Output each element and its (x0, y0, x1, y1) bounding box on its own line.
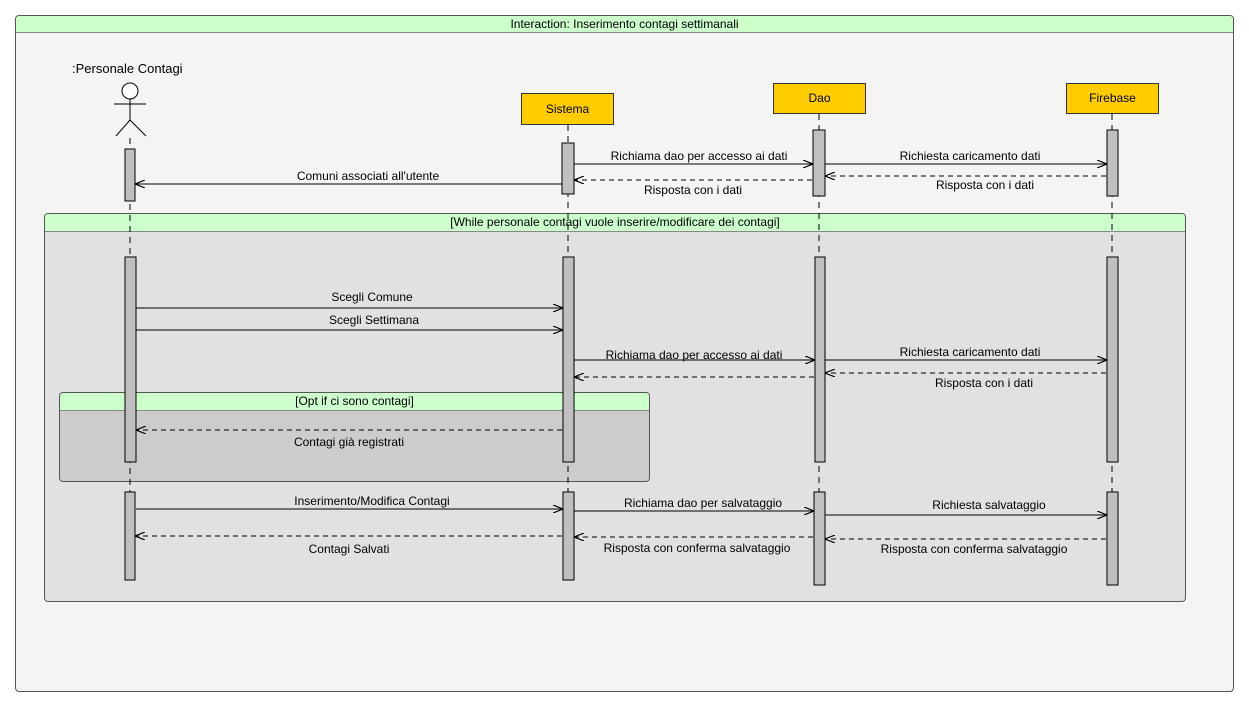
person-icon (114, 82, 147, 137)
loop-guard: [While personale contagi vuole inserire/… (45, 214, 1185, 232)
dao-object: Dao (773, 83, 866, 114)
actor-label: :Personale Contagi (72, 61, 183, 76)
message-label: Contagi già registrati (293, 435, 405, 449)
message-label: Scegli Settimana (328, 313, 420, 327)
message-label: Contagi Salvati (308, 542, 390, 556)
message-label: Risposta con conferma salvataggio (603, 541, 791, 555)
message-label: Richiesta salvataggio (932, 498, 1046, 512)
message-label: Inserimento/Modifica Contagi (294, 494, 450, 508)
activation-dao-3 (813, 491, 826, 586)
firebase-object: Firebase (1066, 83, 1159, 114)
message-label: Scegli Comune (331, 290, 413, 304)
message-label: Comuni associati all'utente (296, 169, 440, 183)
message-label: Risposta con conferma salvataggio (880, 542, 1068, 556)
activation-firebase-3 (1106, 491, 1119, 586)
message-label: Richiama dao per accesso ai dati (610, 149, 788, 163)
activation-actor-1 (124, 148, 136, 202)
activation-sistema-1 (561, 142, 575, 195)
activation-actor-3 (124, 491, 136, 581)
activation-firebase-2 (1106, 256, 1119, 463)
message-label: Risposta con i dati (934, 376, 1034, 390)
message-label: Richiama dao per salvataggio (623, 496, 783, 510)
message-label: Risposta con i dati (935, 178, 1035, 192)
opt-guard: [Opt if ci sono contagi] (60, 393, 649, 411)
opt-fragment: [Opt if ci sono contagi] (59, 392, 650, 482)
sistema-object: Sistema (521, 93, 614, 125)
activation-sistema-3 (562, 491, 575, 581)
message-label: Richiama dao per accesso ai dati (605, 348, 783, 362)
interaction-title: Interaction: Inserimento contagi settima… (16, 16, 1233, 33)
message-label: Richiesta caricamento dati (899, 149, 1041, 163)
message-label: Richiesta caricamento dati (899, 345, 1041, 359)
activation-firebase-1 (1106, 129, 1119, 197)
activation-dao-2 (814, 256, 826, 463)
message-label: Risposta con i dati (643, 183, 743, 197)
activation-sistema-2 (562, 256, 575, 463)
activation-actor-2 (124, 256, 137, 463)
activation-dao-1 (812, 129, 826, 197)
